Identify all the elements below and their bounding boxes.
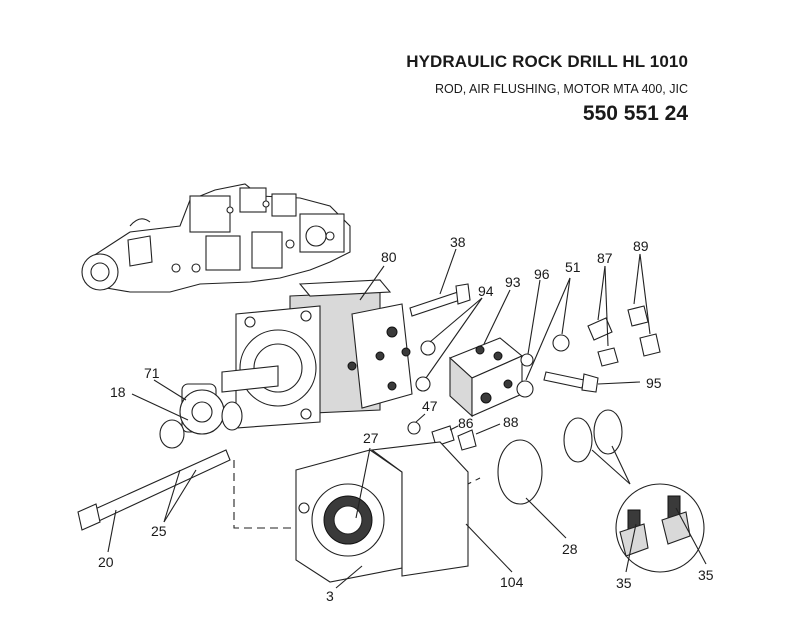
washer-47 bbox=[407, 421, 421, 435]
callout-88: 88 bbox=[503, 414, 519, 430]
rock-drill-overview bbox=[81, 183, 351, 293]
leader-lines bbox=[107, 248, 707, 589]
callout-35-left: 35 bbox=[616, 575, 632, 591]
seal-right bbox=[593, 409, 623, 455]
gear-71 bbox=[179, 383, 225, 435]
rod-20 bbox=[77, 449, 231, 531]
housing-3 bbox=[295, 449, 403, 583]
oring-28 bbox=[497, 439, 543, 505]
callout-95: 95 bbox=[646, 375, 662, 391]
motor-80 bbox=[221, 279, 413, 429]
callout-51: 51 bbox=[565, 259, 581, 275]
callout-47: 47 bbox=[422, 398, 438, 414]
bolt-38 bbox=[409, 283, 471, 317]
callout-96: 96 bbox=[534, 266, 550, 282]
callout-38: 38 bbox=[450, 234, 466, 250]
diagram-subtitle: ROD, AIR FLUSHING, MOTOR MTA 400, JIC bbox=[434, 82, 688, 96]
seal-51b bbox=[516, 380, 534, 398]
callout-89: 89 bbox=[633, 238, 649, 254]
fittings-87-89 bbox=[587, 305, 661, 367]
seal-51a bbox=[552, 334, 570, 352]
callout-71: 71 bbox=[144, 365, 160, 381]
callout-labels: 38 80 94 93 96 51 87 89 71 18 95 47 86 8… bbox=[98, 234, 714, 604]
callout-94: 94 bbox=[478, 283, 494, 299]
fitting-86 bbox=[431, 425, 455, 447]
block-93 bbox=[448, 337, 524, 418]
washer-96 bbox=[520, 353, 534, 367]
callout-25: 25 bbox=[151, 523, 167, 539]
oring-94b bbox=[415, 376, 431, 392]
gasket-104 bbox=[370, 441, 469, 577]
nut-88 bbox=[457, 429, 477, 451]
reference-line bbox=[233, 460, 304, 529]
washer-right bbox=[221, 401, 243, 431]
callout-20: 20 bbox=[98, 554, 114, 570]
diagram-title: HYDRAULIC ROCK DRILL HL 1010 bbox=[406, 52, 688, 71]
callout-86: 86 bbox=[458, 415, 474, 431]
callout-3: 3 bbox=[326, 588, 334, 604]
callout-87: 87 bbox=[597, 250, 613, 266]
part-number: 550 551 24 bbox=[582, 102, 688, 125]
callout-80: 80 bbox=[381, 249, 397, 265]
callout-18: 18 bbox=[110, 384, 126, 400]
seal-left bbox=[563, 417, 593, 463]
callout-104: 104 bbox=[500, 574, 524, 590]
bolt-95 bbox=[543, 371, 599, 393]
callout-35-right: 35 bbox=[698, 567, 714, 583]
oring-94a bbox=[420, 340, 436, 356]
washer-18 bbox=[159, 419, 185, 449]
callout-93: 93 bbox=[505, 274, 521, 290]
callout-28: 28 bbox=[562, 541, 578, 557]
callout-27: 27 bbox=[363, 430, 379, 446]
